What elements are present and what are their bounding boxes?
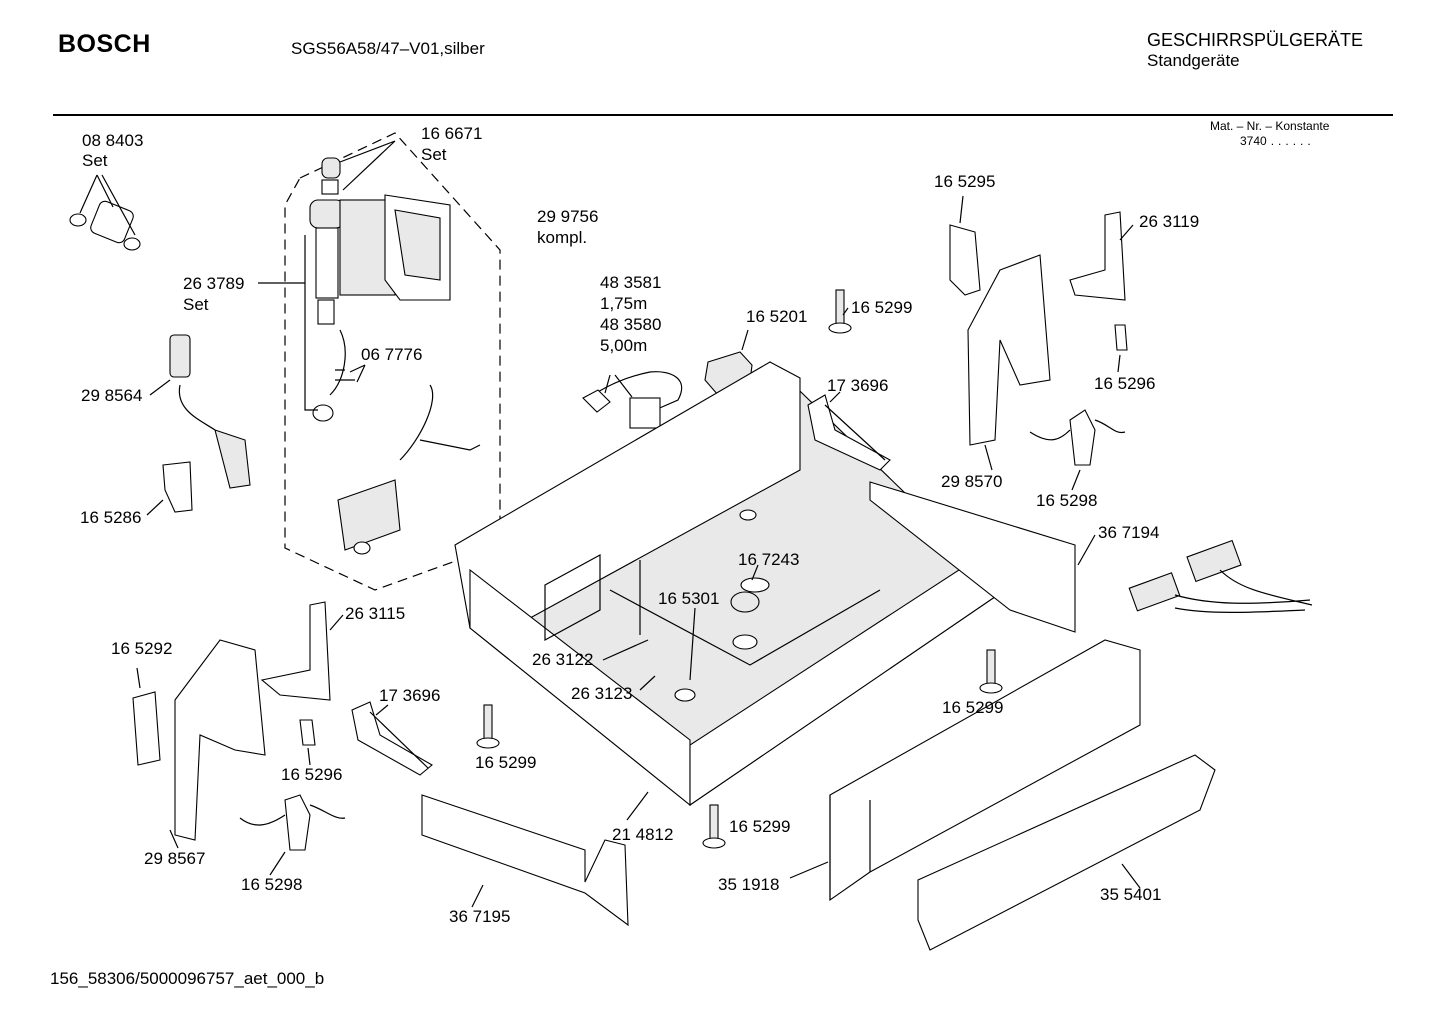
trim-355401 <box>917 754 1216 951</box>
part-label-299756-kompl: kompl. <box>537 228 588 247</box>
aquastop-block <box>337 479 401 551</box>
screw-b <box>979 649 1003 694</box>
part-label-165296-b: 16 5296 <box>281 765 343 784</box>
wiring-harness <box>1128 539 1313 613</box>
part-label-214812: 21 4812 <box>612 825 674 844</box>
inlet-hose <box>329 329 481 461</box>
screw-d <box>702 804 726 849</box>
part-label-088403: 08 8403 <box>82 131 144 150</box>
material-number-label: Mat. – Nr. – Konstante <box>1210 119 1330 133</box>
bracket-263119 <box>1069 211 1126 301</box>
spring-173696-a <box>807 394 891 471</box>
switch-165298-a <box>1069 409 1096 466</box>
part-label-165298-b: 16 5298 <box>241 875 303 894</box>
clip-165296-a <box>1114 324 1128 351</box>
cover-165292 <box>132 691 161 766</box>
base-tub <box>454 361 1006 807</box>
part-label-483581: 48 3581 <box>600 273 662 292</box>
material-number-value: 3740...... <box>1240 134 1315 148</box>
part-label-067776: 06 7776 <box>361 345 423 364</box>
part-label-166671: 16 6671 <box>421 124 483 143</box>
plinth-367195 <box>421 794 629 927</box>
part-label-length-500: 5,00m <box>600 336 648 355</box>
part-label-263789-set: Set <box>183 295 209 314</box>
valve-assembly <box>309 157 451 422</box>
part-label-367195: 36 7195 <box>449 907 511 926</box>
part-label-263119: 26 3119 <box>1139 212 1200 231</box>
side-panel-367194 <box>869 481 1076 633</box>
part-label-165299-d: 16 5299 <box>729 817 791 836</box>
part-label-166671-set: Set <box>421 145 447 164</box>
drain-hose-spring <box>169 334 251 489</box>
part-label-165296-a: 16 5296 <box>1094 374 1156 393</box>
connection-cable <box>582 371 683 429</box>
part-label-165299-a: 16 5299 <box>851 298 913 317</box>
part-label-263123: 26 3123 <box>571 684 633 703</box>
part-label-298564: 29 8564 <box>81 386 143 405</box>
clip-part <box>162 461 193 513</box>
screw-c <box>476 704 500 749</box>
header-divider <box>53 114 1393 116</box>
part-label-165201: 16 5201 <box>746 307 808 326</box>
part-label-167243: 16 7243 <box>738 550 800 569</box>
model-number: SGS56A58/47–V01,silber <box>291 39 485 58</box>
part-label-263789: 26 3789 <box>183 274 245 293</box>
part-label-298570: 29 8570 <box>941 472 1003 491</box>
part-label-173696-b: 17 3696 <box>379 686 441 705</box>
subcategory-title: Standgeräte <box>1147 51 1240 70</box>
part-label-355401: 35 5401 <box>1100 885 1162 904</box>
part-label-367194: 36 7194 <box>1098 523 1160 542</box>
part-label-length-175: 1,75m <box>600 294 648 313</box>
switch-165298-b <box>284 794 311 851</box>
part-label-165299-c: 16 5299 <box>475 753 537 772</box>
part-label-299756: 29 9756 <box>537 207 599 226</box>
screw-a <box>828 289 852 334</box>
spring-173696-b <box>351 701 433 776</box>
part-label-263122: 26 3122 <box>532 650 594 669</box>
part-label-298567: 29 8567 <box>144 849 206 868</box>
bracket-298570 <box>967 254 1051 446</box>
part-label-165299-b: 16 5299 <box>942 698 1004 717</box>
category-title: GESCHIRRSPÜLGERÄTE <box>1147 30 1364 50</box>
bracket-263115 <box>260 601 331 701</box>
part-label-165301: 16 5301 <box>658 589 720 608</box>
part-label-483580: 48 3580 <box>600 315 662 334</box>
part-label-263115: 26 3115 <box>345 604 406 623</box>
brand-logo: BOSCH <box>58 30 151 58</box>
part-label-165295: 16 5295 <box>934 172 996 191</box>
part-label-088403-set: Set <box>82 151 108 170</box>
drawing-code: 156_58306/5000096757_aet_000_b <box>50 969 325 988</box>
clip-165296-b <box>299 719 316 746</box>
part-label-173696-a: 17 3696 <box>827 376 889 395</box>
bracket-298567 <box>174 639 266 841</box>
part-label-165286: 16 5286 <box>80 508 142 527</box>
part-label-351918: 35 1918 <box>718 875 780 894</box>
assembly-boundary <box>284 132 501 591</box>
bracket-165295 <box>949 224 981 296</box>
part-label-165292: 16 5292 <box>111 639 173 658</box>
part-label-165298-a: 16 5298 <box>1036 491 1098 510</box>
